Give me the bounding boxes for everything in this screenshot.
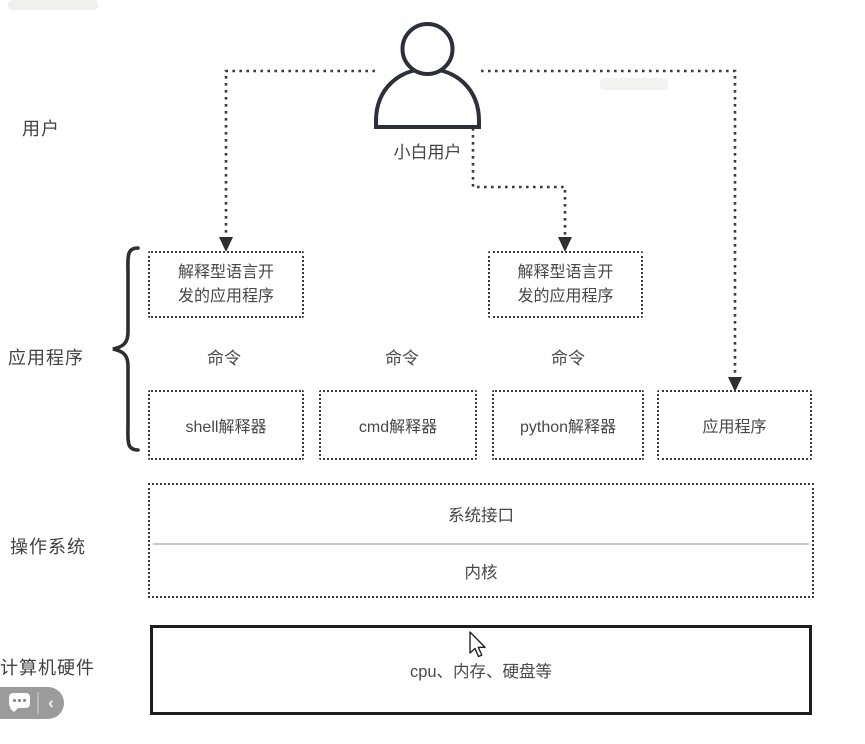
label-os-layer: 操作系统 [10,537,86,557]
box-interpreted-app-right: 解释型语言开发的应用程序 [488,251,643,318]
chat-bubble-icon[interactable] [9,693,30,713]
arrowhead-left [219,237,233,252]
arrowhead-middle [558,237,572,252]
artifact-smudge-top [8,0,98,10]
actor-label: 小白用户 [393,143,462,162]
command-label-1: 命令 [207,349,241,368]
label-user-layer: 用户 [22,119,60,139]
person-icon [374,22,481,129]
label-hardware-layer: 计算机硬件 [0,658,95,678]
command-label-3: 命令 [551,349,585,368]
box-cmd-interpreter: cmd解释器 [319,390,477,460]
collapse-chevron-icon[interactable]: ‹ [48,693,54,712]
applications-brace-icon [112,246,140,452]
box-interpreted-app-right-text: 解释型语言开发的应用程序 [517,263,614,305]
box-interpreted-app-left: 解释型语言开发的应用程序 [148,251,304,318]
mouse-cursor-icon [469,631,486,658]
box-application: 应用程序 [657,390,812,460]
label-applications-layer: 应用程序 [8,348,84,368]
os-kernel: 内核 [464,563,498,582]
arrow-user-to-left-app [224,69,375,240]
box-python-interpreter: python解释器 [492,390,644,460]
toolbar-divider [37,692,39,714]
os-system-interface: 系统接口 [448,507,514,526]
box-interpreted-app-left-text: 解释型语言开发的应用程序 [177,263,274,305]
box-operating-system: 系统接口 内核 [148,483,814,598]
box-hardware: cpu、内存、硬盘等 [150,625,812,715]
arrow-user-to-application [481,69,737,379]
command-label-2: 命令 [385,349,419,368]
os-divider [153,543,809,546]
box-shell-interpreter: shell解释器 [148,390,304,460]
artifact-smudge-line [600,78,668,90]
floating-toolbar[interactable]: ‹ [0,687,64,719]
